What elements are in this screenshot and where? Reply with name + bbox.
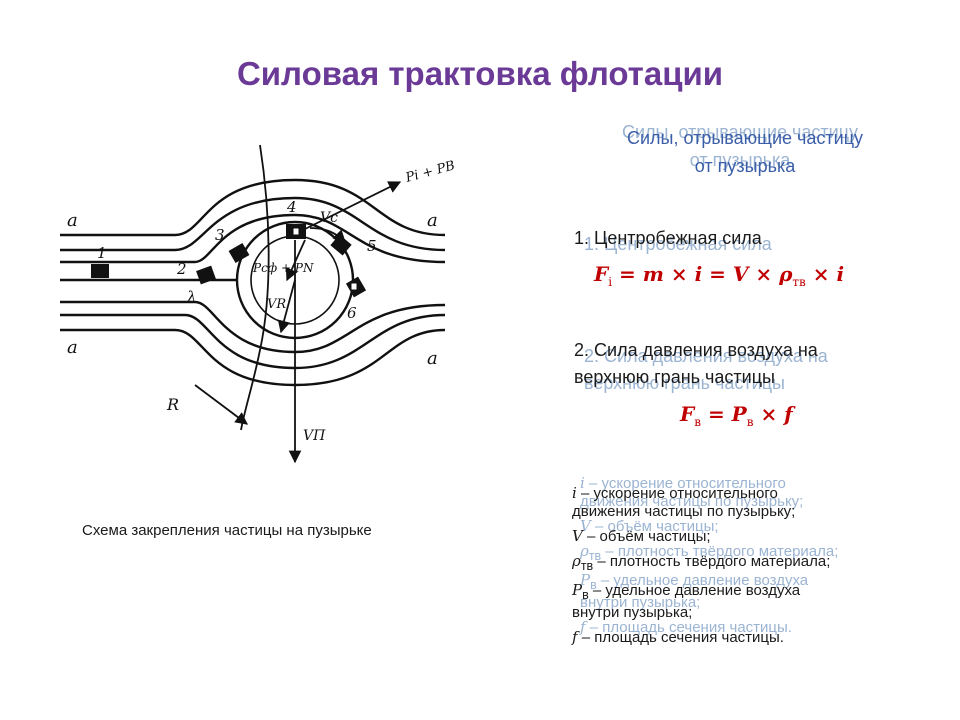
pressure-formula: Fв = Pв × f bbox=[680, 402, 793, 429]
centrifugal-formula: Fi = m × i = V × ρтв × i bbox=[594, 262, 845, 289]
label-r: R bbox=[166, 395, 179, 414]
slide-title: Силовая трактовка флотации bbox=[236, 55, 724, 92]
streamline-upper-inner bbox=[60, 213, 446, 264]
flotation-diagram: a a a a 1 2 3 4 5 6 λ Vc VR VП R Pi + PB… bbox=[60, 144, 455, 464]
label-a-left-bottom: a bbox=[67, 337, 78, 358]
particle-1 bbox=[91, 264, 109, 278]
label-vc: Vc bbox=[320, 210, 338, 226]
label-5: 5 bbox=[367, 237, 377, 255]
forces-heading: Силы, отрывающие частицу от пузырька bbox=[626, 128, 864, 176]
r-arrow bbox=[194, 384, 249, 425]
vc-arrow bbox=[309, 227, 346, 243]
item2-title: 2. Сила давления воздуха на верхнюю гран… bbox=[574, 340, 818, 387]
trajectory bbox=[240, 144, 270, 431]
legend-p: Pв – удельное давление воздуха bbox=[572, 581, 801, 602]
label-2: 2 bbox=[176, 260, 187, 278]
streamline-lower-inner bbox=[60, 300, 446, 354]
label-1: 1 bbox=[97, 244, 107, 262]
streamline-upper-outer bbox=[60, 178, 446, 237]
streamline-lower-mid bbox=[60, 313, 446, 370]
label-pcf-pn: Pcф + PN bbox=[252, 261, 314, 275]
label-vr: VR bbox=[267, 297, 286, 312]
label-3: 3 bbox=[215, 226, 225, 244]
diagram-caption: Схема закрепления частицы на пузырьке bbox=[82, 522, 372, 539]
label-a-left-top: a bbox=[67, 210, 78, 231]
particle-3 bbox=[228, 242, 250, 264]
label-4: 4 bbox=[286, 198, 297, 216]
pcf-pn-arrow bbox=[285, 239, 306, 282]
label-a-right-top: a bbox=[427, 210, 438, 231]
streamline-lower-outer bbox=[60, 328, 446, 387]
vr-arrow bbox=[277, 279, 296, 334]
label-vp: VП bbox=[303, 428, 326, 444]
item1-title: 1. Центробежная сила bbox=[574, 228, 762, 248]
label-a-right-bottom: a bbox=[427, 348, 438, 369]
label-lambda: λ bbox=[186, 288, 197, 306]
pi-pv-arrow bbox=[302, 181, 402, 231]
legend-i: i – ускорение относительного bbox=[572, 484, 778, 502]
legend-v: V – объём частицы; bbox=[572, 527, 711, 545]
streamline-upper-mid bbox=[60, 196, 446, 252]
legend: i – ускорение относительного движения ча… bbox=[572, 484, 902, 647]
label-6: 6 bbox=[347, 304, 357, 322]
legend-rho: ρтв – плотность твёрдого материала; bbox=[572, 552, 831, 573]
legend-f: f – площадь сечения частицы. bbox=[572, 628, 784, 646]
label-pi-pv: Pi + PB bbox=[403, 158, 455, 186]
particle-2 bbox=[196, 265, 216, 285]
